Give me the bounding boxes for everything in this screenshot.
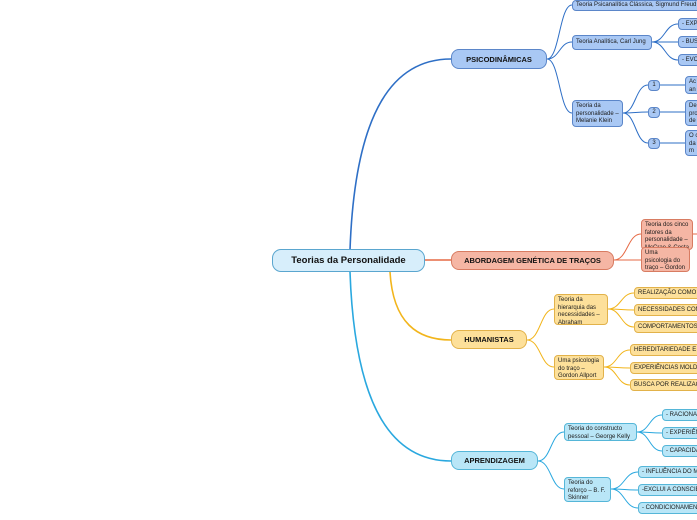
link-skinner <box>537 460 565 490</box>
link-classica <box>546 4 573 60</box>
link-maslow-1 <box>607 292 635 310</box>
klein-item-3[interactable]: O c da m <box>685 130 697 156</box>
allport-item-busca[interactable]: BUSCA POR REALIZAÇÃO <box>630 379 697 391</box>
link-allport-3 <box>603 366 631 386</box>
skinner-item-condicionamento[interactable]: - CONDICIONAMENTO <box>638 502 697 514</box>
link-skinner-1 <box>610 471 639 490</box>
topic-teoria-psicanalitica-classica[interactable]: Teoria Psicanalítica Clássica, Sigmund F… <box>572 0 697 11</box>
skinner-item-exclui[interactable]: -EXCLUI A CONSCIÊNCIA <box>638 484 697 496</box>
link-jung-1 <box>651 23 679 43</box>
link-klein-1 <box>622 84 649 114</box>
klein-number-1[interactable]: 1 <box>648 80 660 91</box>
link-klein-2 <box>622 111 649 114</box>
klein-item-2[interactable]: De pro de <box>685 100 697 126</box>
jung-item-evolucao[interactable]: - EVOLUÇÃO <box>678 54 697 66</box>
kelly-item-racionalidade[interactable]: - RACIONALIDADE <box>662 409 697 421</box>
jung-item-busca[interactable]: - BUSCA <box>678 36 697 48</box>
branch-abordagem-genetica[interactable]: ABORDAGEM GENÉTICA DE TRAÇOS <box>451 251 614 270</box>
link-humanistas <box>389 271 452 341</box>
topic-psicologia-traco-genetica[interactable]: Uma psicologia do traço – Gordon Allport <box>641 247 690 272</box>
central-topic[interactable]: Teorias da Personalidade <box>272 249 425 272</box>
branch-aprendizagem[interactable]: APRENDIZAGEM <box>451 451 538 470</box>
link-aprendizagem <box>349 271 452 462</box>
kelly-item-experiencia[interactable]: - EXPERIÊNCIA <box>662 427 697 439</box>
link-kelly <box>537 431 565 462</box>
maslow-item-necessidades[interactable]: NECESSIDADES COMUNS <box>634 304 697 316</box>
topic-teoria-analitica[interactable]: Teoria Analítica, Carl Jung <box>572 35 652 50</box>
link-klein <box>546 58 573 114</box>
allport-item-experiencias[interactable]: EXPERIÊNCIAS MOLDAM <box>630 362 697 374</box>
skinner-item-influencia[interactable]: - INFLUÊNCIA DO MEIO <box>638 466 697 478</box>
link-kelly-1 <box>636 414 663 433</box>
link-allport-1 <box>603 349 631 368</box>
topic-hierarquia-necessidades[interactable]: Teoria da hierarquia das necessidades – … <box>554 294 608 325</box>
topic-cinco-fatores[interactable]: Teoria dos cinco fatores da personalidad… <box>641 219 693 250</box>
jung-item-experiencia[interactable]: - EXPERIÊNCIA <box>678 18 697 30</box>
link-cinco <box>613 233 642 261</box>
link-kelly-3 <box>636 431 663 452</box>
topic-psicologia-traco-humanista[interactable]: Uma psicologia do traço – Gordon Allport <box>554 355 604 380</box>
topic-teoria-melanie-klein[interactable]: Teoria da personalidade – Melanie Klein <box>572 100 623 127</box>
link-maslow <box>526 308 555 341</box>
kelly-item-capacidade[interactable]: - CAPACIDADE <box>662 445 697 457</box>
allport-item-hereditariedade[interactable]: HEREDITARIEDADE E AMBIENTE <box>630 344 697 356</box>
link-jung-3 <box>651 41 679 61</box>
maslow-item-comportamentos[interactable]: COMPORTAMENTOS AUTORREALIZADORES <box>634 321 697 333</box>
link-maslow-3 <box>607 308 635 328</box>
branch-psicodinamicas[interactable]: PSICODINÂMICAS <box>451 49 547 69</box>
klein-item-1[interactable]: Ac an <box>685 76 697 94</box>
klein-number-2[interactable]: 2 <box>648 107 660 118</box>
branch-humanistas[interactable]: HUMANISTAS <box>451 330 527 349</box>
klein-number-3[interactable]: 3 <box>648 138 660 149</box>
link-analitica <box>546 41 573 60</box>
topic-constructo-pessoal[interactable]: Teoria do constructo pessoal – George Ke… <box>564 423 637 441</box>
link-skinner-3 <box>610 488 639 509</box>
link-klein-3 <box>622 112 649 144</box>
maslow-item-realizacao[interactable]: REALIZAÇÃO COMO PESSOA <box>634 287 697 299</box>
link-allport-hum <box>526 339 555 368</box>
link-psicodinamicas <box>349 58 452 251</box>
topic-teoria-reforco[interactable]: Teoria do reforço – B. F. Skinner <box>564 477 611 502</box>
